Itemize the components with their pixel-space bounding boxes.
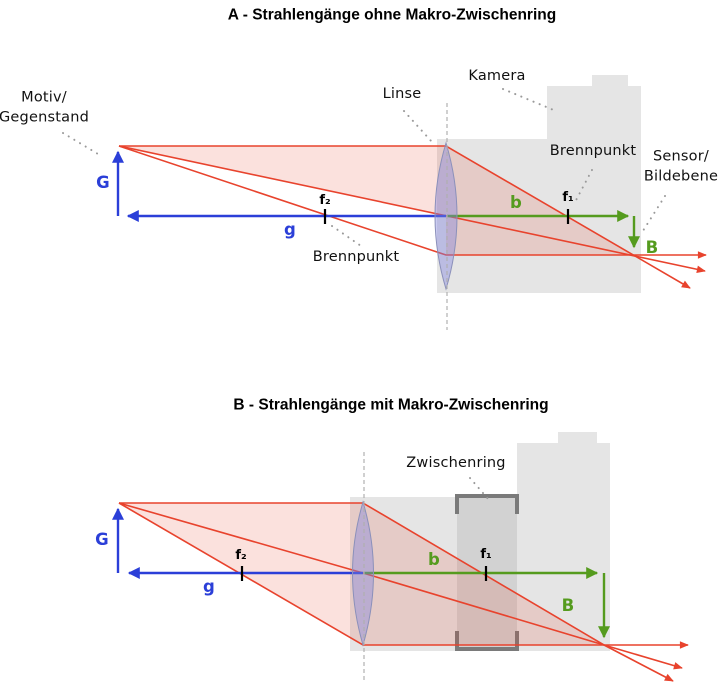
label-object-distance-a: g: [283, 219, 297, 239]
label-back-focal-b: f₁: [480, 547, 492, 563]
label-sensor-line1: Sensor/: [652, 148, 709, 165]
label-motiv-gegenstand: Motiv/ Gegenstand: [0, 88, 89, 127]
label-brennpunkt-back: Brennpunkt: [549, 143, 637, 160]
center-ray: [118, 502, 683, 670]
leader-sensor: [640, 195, 666, 235]
label-brennpunkt-front: Brennpunkt: [312, 249, 400, 266]
label-object-height-a: G: [96, 172, 110, 192]
lens-shape: [434, 141, 458, 291]
label-image-distance-a: b: [509, 192, 523, 212]
label-image-height-b: B: [561, 595, 575, 615]
label-sensor-line2: Bildebene: [643, 168, 719, 184]
label-image-height-a: B: [645, 237, 659, 257]
extension-ring-walls: [455, 494, 519, 651]
label-back-focal-a: f₁: [562, 190, 574, 206]
object-arrows: [112, 150, 446, 222]
label-linse: Linse: [382, 86, 422, 103]
label-front-focal-b: f₂: [235, 548, 247, 564]
label-image-distance-b: b: [427, 549, 441, 569]
object-arrows: [112, 507, 363, 579]
leader-brennpunkt-back: [573, 169, 593, 205]
label-kamera: Kamera: [468, 68, 526, 85]
camera-body-shape: [437, 75, 641, 293]
light-rays: [118, 145, 707, 289]
leader-linse: [403, 110, 433, 143]
label-sensor-bildebene: Sensor/ Bildebene: [644, 147, 718, 186]
label-motiv-line2: Gegenstand: [0, 109, 89, 125]
diagram-a-title: A - Strahlengänge ohne Makro-Zwischenrin…: [227, 6, 557, 24]
lens-shape: [352, 500, 374, 647]
center-ray: [118, 145, 706, 274]
label-motiv-line1: Motiv/: [21, 89, 67, 106]
leader-motiv: [62, 132, 99, 155]
image-arrows: [447, 210, 640, 249]
label-object-height-b: G: [95, 529, 109, 549]
image-arrows: [364, 567, 610, 639]
parallel-ray: [119, 145, 691, 289]
label-object-distance-b: g: [202, 576, 216, 596]
diagram-b: [112, 432, 689, 682]
focal-ray: [118, 145, 707, 259]
label-zwischenring: Zwischenring: [406, 455, 506, 472]
label-front-focal-a: f₂: [319, 193, 331, 209]
label-leaders: [62, 88, 666, 249]
diagram-b-title: B - Strahlengänge mit Makro-Zwischenring: [233, 396, 549, 414]
leader-brennpunkt-front: [331, 225, 365, 249]
diagram-a: [62, 75, 707, 330]
